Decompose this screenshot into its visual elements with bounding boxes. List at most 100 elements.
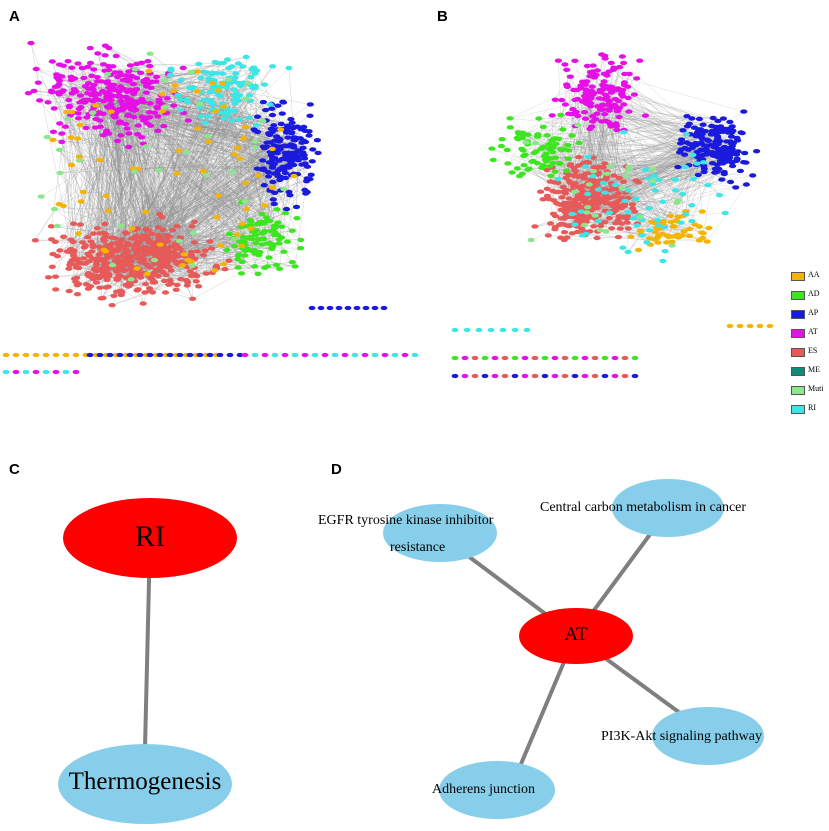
network-node	[742, 182, 751, 187]
network-node	[308, 159, 316, 164]
network-node	[139, 258, 147, 264]
network-node	[654, 240, 662, 245]
network-node	[208, 80, 216, 86]
network-node	[238, 259, 246, 264]
network-node	[531, 224, 539, 229]
network-node	[574, 113, 582, 119]
network-node	[283, 144, 291, 149]
network-node	[591, 213, 599, 218]
network-node	[154, 114, 162, 119]
network-node	[241, 199, 249, 204]
network-node	[624, 210, 632, 215]
network-node	[271, 138, 279, 143]
network-node	[282, 130, 291, 135]
network-node	[265, 255, 273, 260]
network-node	[586, 126, 594, 132]
network-node	[110, 113, 118, 119]
network-node	[563, 67, 571, 73]
network-node	[681, 164, 689, 170]
network-node	[571, 373, 579, 379]
network-node	[188, 263, 196, 268]
network-node	[596, 227, 604, 233]
network-node	[581, 222, 589, 228]
network-node	[599, 82, 607, 88]
network-node	[258, 242, 266, 247]
network-node	[523, 327, 531, 333]
network-node	[243, 206, 251, 212]
network-node	[270, 123, 278, 128]
network-node	[273, 150, 281, 156]
network-node	[146, 51, 154, 56]
network-node	[79, 256, 88, 261]
network-node	[224, 77, 233, 82]
network-node	[513, 135, 521, 141]
network-node	[236, 239, 244, 244]
network-node	[276, 166, 284, 172]
network-node	[111, 87, 119, 93]
network-node	[732, 158, 741, 163]
network-node	[551, 355, 559, 361]
network-node	[214, 193, 222, 198]
network-node	[591, 373, 599, 379]
network-node	[122, 121, 130, 127]
network-node	[543, 167, 551, 173]
network-node	[582, 90, 590, 95]
network-node	[596, 90, 604, 95]
network-node	[196, 352, 204, 358]
network-node	[547, 173, 555, 178]
network-node	[101, 221, 109, 227]
network-node	[677, 141, 685, 146]
legend-label: AP	[808, 308, 819, 317]
network-node	[90, 82, 98, 88]
network-node	[668, 243, 676, 248]
network-node	[268, 246, 276, 251]
network-node	[142, 209, 150, 215]
network-node	[624, 188, 632, 193]
network-node	[584, 205, 592, 210]
network-node	[255, 253, 263, 258]
network-node	[331, 352, 339, 358]
network-node	[563, 235, 571, 240]
network-node	[254, 271, 262, 276]
network-node	[714, 118, 722, 124]
network-node	[242, 54, 250, 60]
network-node	[261, 146, 269, 151]
network-node	[305, 133, 313, 138]
network-node	[291, 352, 299, 358]
node-adherens-label: Adherens junction	[432, 782, 536, 797]
network-node	[288, 120, 296, 126]
network-node	[267, 229, 275, 234]
network-node	[142, 144, 150, 149]
network-node	[166, 72, 174, 78]
network-node	[44, 275, 53, 280]
network-node	[163, 232, 171, 238]
network-node	[582, 231, 590, 237]
network-node	[194, 126, 202, 131]
network-node	[146, 288, 154, 294]
network-node	[137, 60, 146, 65]
network-node	[290, 173, 298, 179]
network-node	[2, 369, 10, 375]
network-node	[99, 111, 107, 117]
network-node	[588, 90, 596, 95]
network-node	[86, 352, 94, 358]
network-node	[551, 213, 560, 219]
network-node	[176, 352, 184, 358]
network-node	[284, 135, 292, 140]
network-node	[281, 150, 289, 156]
network-node	[231, 101, 239, 106]
network-node	[247, 223, 255, 228]
network-node	[611, 373, 619, 379]
network-node	[300, 124, 308, 130]
network-node	[679, 191, 687, 197]
network-node	[237, 271, 246, 276]
network-node	[228, 169, 236, 174]
network-node	[277, 121, 285, 127]
network-node	[99, 89, 107, 94]
network-node	[68, 162, 76, 168]
network-node	[213, 71, 221, 76]
network-node	[625, 109, 633, 114]
network-node	[654, 218, 662, 223]
network-node	[695, 116, 704, 122]
network-node	[499, 327, 507, 333]
